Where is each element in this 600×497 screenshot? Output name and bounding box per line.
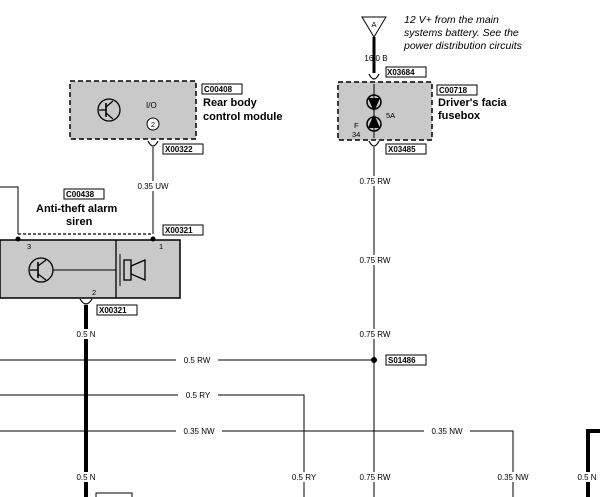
- b-ry-label: 0.5 RY: [292, 473, 317, 482]
- siren-code: C00438: [66, 190, 95, 199]
- connector-x00322-box: [162, 143, 204, 155]
- supply-letter: A: [371, 20, 376, 29]
- b-n-label: 0.5 N: [577, 473, 596, 482]
- supply-note-line-1: 12 V+ from the main: [404, 14, 499, 26]
- h-ry-label: 0.5 RY: [186, 391, 211, 400]
- speaker-icon: [119, 254, 146, 286]
- supply-note-line-2: systems battery. See the: [404, 27, 519, 39]
- fusebox-code: C00718: [439, 86, 468, 95]
- siren-title-line-2: siren: [66, 216, 93, 228]
- io-label: I/O: [146, 101, 157, 110]
- bottom-partial-box: [95, 492, 133, 497]
- rear-body-pin-number: 2: [151, 120, 155, 129]
- connector-x03485-box: [385, 143, 427, 155]
- uw-label: 0.35 UW: [137, 182, 169, 191]
- fuse-type: F: [354, 121, 359, 130]
- splice-box: [385, 354, 427, 366]
- fusebox-title-line-1: Driver's facia: [438, 97, 508, 109]
- rw-label-2: 0.75 RW: [360, 256, 391, 265]
- rear-body-code: C00408: [204, 85, 233, 94]
- rear-body-title-line-1: Rear body: [203, 97, 258, 109]
- rw-label-4: 0.75 RW: [360, 473, 391, 482]
- h-rw-label: 0.5 RW: [184, 356, 211, 365]
- supply-wire-label: 16.0 B: [364, 54, 387, 63]
- rear-body-pin: [146, 117, 160, 131]
- connector-x00321-top-box: [162, 224, 204, 236]
- fusebox-code-box: [436, 84, 478, 96]
- siren-pin-1: 1: [159, 242, 163, 251]
- fusebox-component: [337, 81, 433, 141]
- b-nw-label: 0.35 NW: [497, 473, 529, 482]
- nw-wire: [0, 430, 514, 497]
- siren-title-line-1: Anti-theft alarm: [36, 203, 118, 215]
- siren-code-box: [63, 188, 105, 200]
- rear-body-module: [69, 80, 197, 140]
- splice-label: S01486: [388, 356, 416, 365]
- connector-x03684-box: [385, 66, 427, 78]
- siren-left-wire: [0, 186, 19, 234]
- h-nw-label: 0.35 NW: [183, 427, 215, 436]
- right-ground-wire: [586, 429, 600, 497]
- rear-body-title-line-2: control module: [203, 111, 282, 123]
- n-label-1: 0.5 N: [76, 330, 95, 339]
- supply-triangle: A: [361, 16, 387, 38]
- siren-pin-3: 3: [27, 242, 31, 251]
- fuse-rating: 5A: [386, 111, 395, 120]
- siren-component: [0, 239, 181, 299]
- splice-dot: [371, 357, 377, 363]
- ry-wire: [0, 394, 305, 497]
- connector-x00321-bottom-box: [96, 304, 138, 316]
- connector-x00322-label: X00322: [165, 145, 193, 154]
- supply-note-line-3: power distribution circuits: [403, 40, 523, 52]
- fusebox-title-line-2: fusebox: [438, 110, 481, 122]
- siren-pin-2: 2: [92, 288, 96, 297]
- rw-label-3: 0.75 RW: [360, 330, 391, 339]
- connector-x03485-label: X03485: [388, 145, 416, 154]
- rear-body-code-box: [201, 83, 243, 95]
- fuse-number: 34: [352, 130, 360, 139]
- n-label-2: 0.5 N: [76, 473, 95, 482]
- transistor-icon: [97, 98, 121, 122]
- h-nw2-label: 0.35 NW: [431, 427, 463, 436]
- connector-x00321-top-label: X00321: [165, 226, 193, 235]
- rw-label-1: 0.75 RW: [360, 177, 391, 186]
- connector-x00321-bottom-label: X00321: [99, 306, 127, 315]
- connector-x03684-label: X03684: [387, 68, 415, 77]
